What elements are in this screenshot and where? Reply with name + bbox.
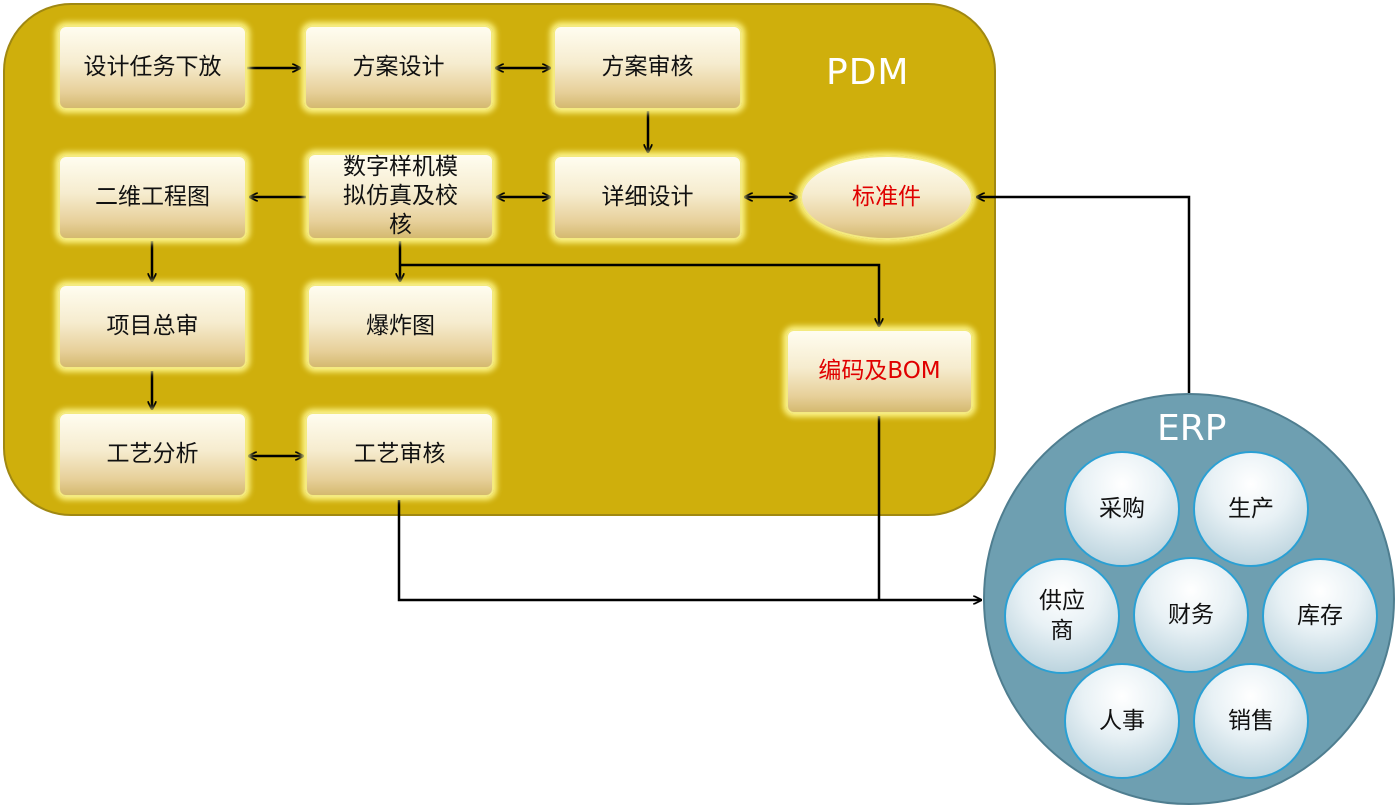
step-2d-drawing: 二维工程图 xyxy=(58,155,247,240)
step-standard-parts: 标准件 xyxy=(800,155,973,240)
step-scheme-review: 方案审核 xyxy=(553,25,742,110)
erp-label: ERP xyxy=(1157,408,1227,449)
erp-module-sales: 销售 xyxy=(1193,663,1309,779)
step-task-release: 设计任务下放 xyxy=(58,25,247,110)
erp-module-production: 生产 xyxy=(1193,451,1309,567)
step-process-analysis: 工艺分析 xyxy=(58,412,247,497)
step-digital-prototype: 数字样机模拟仿真及校核 xyxy=(307,153,494,240)
erp-module-hr: 人事 xyxy=(1064,663,1180,779)
arrow-erp-to-standard xyxy=(977,197,1191,393)
step-project-review: 项目总审 xyxy=(58,284,247,369)
step-coding-bom: 编码及BOM xyxy=(786,329,973,414)
step-exploded-view: 爆炸图 xyxy=(307,284,494,369)
arrow-prototype-to-bom xyxy=(400,263,879,326)
pdm-label: PDM xyxy=(826,52,910,93)
erp-module-inventory: 库存 xyxy=(1262,558,1378,674)
erp-module-supplier: 供应商 xyxy=(1004,558,1120,674)
step-detail-design: 详细设计 xyxy=(553,155,742,240)
step-process-review: 工艺审核 xyxy=(305,412,494,497)
step-scheme-design: 方案设计 xyxy=(304,25,493,110)
arrow-process-to-erp xyxy=(397,500,981,600)
erp-module-procurement: 采购 xyxy=(1064,451,1180,567)
erp-module-finance: 财务 xyxy=(1133,557,1249,673)
